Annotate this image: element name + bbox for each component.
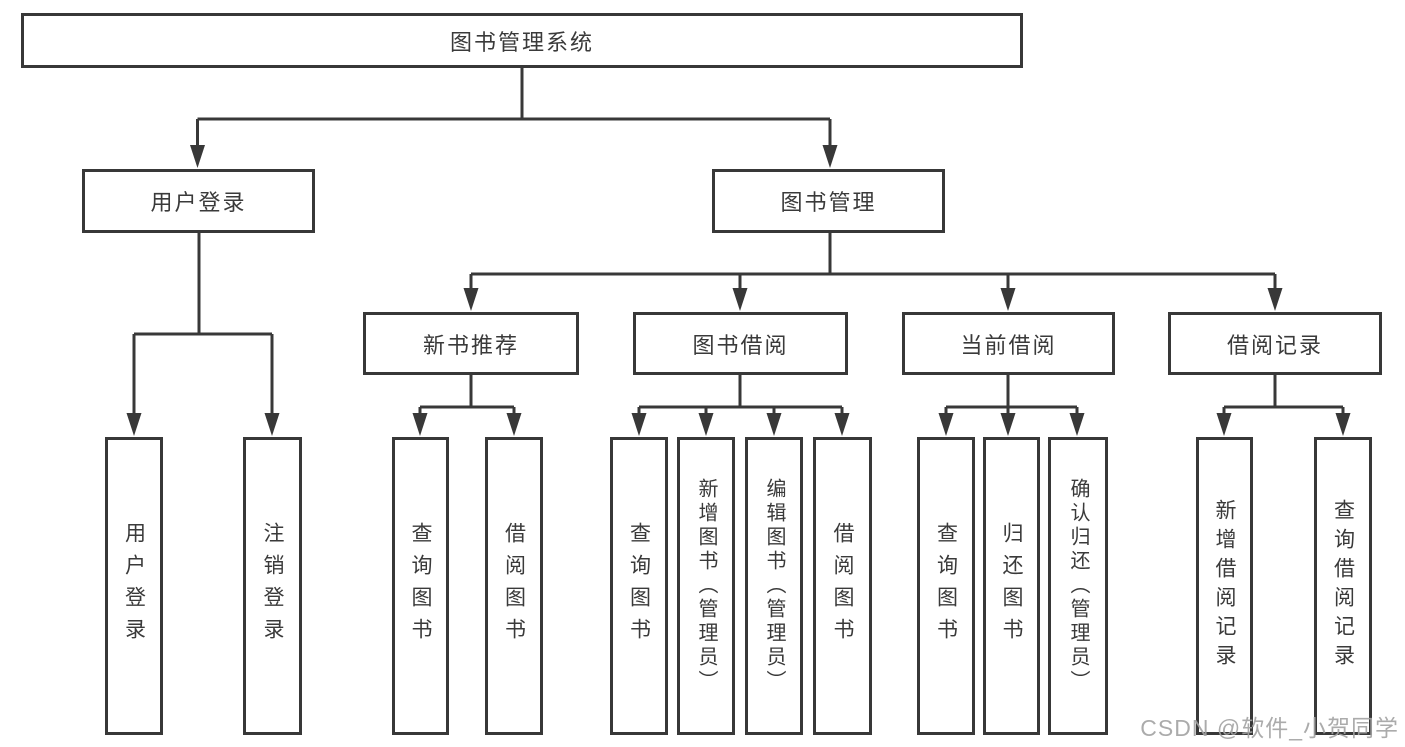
node-br-add-record: 新增借阅记录: [1196, 437, 1253, 735]
node-bb-add-book-admin: 新增图书（管理员）: [677, 437, 735, 735]
node-cb-query-book: 查询图书: [917, 437, 975, 735]
node-cb-return-book: 归还图书: [983, 437, 1040, 735]
node-current-borrowing: 当前借阅: [902, 312, 1115, 375]
node-rec-query-book: 查询图书: [392, 437, 449, 735]
node-bb-query-book: 查询图书: [610, 437, 668, 735]
node-user-login: 用户登录: [105, 437, 163, 735]
node-cb-confirm-return-admin: 确认归还（管理员）: [1048, 437, 1108, 735]
node-logout-login: 注销登录: [243, 437, 302, 735]
node-bb-borrow-book: 借阅图书: [813, 437, 872, 735]
node-new-book-recommend: 新书推荐: [363, 312, 579, 375]
node-book-borrowing: 图书借阅: [633, 312, 848, 375]
csdn-watermark: CSDN @软件_小贺同学: [1140, 715, 1399, 741]
node-book-management: 图书管理: [712, 169, 945, 233]
node-borrow-records: 借阅记录: [1168, 312, 1382, 375]
node-rec-borrow-book: 借阅图书: [485, 437, 543, 735]
node-library-management-system: 图书管理系统: [21, 13, 1023, 68]
node-br-query-record: 查询借阅记录: [1314, 437, 1372, 735]
node-user-login-branch: 用户登录: [82, 169, 315, 233]
node-bb-edit-book-admin: 编辑图书（管理员）: [745, 437, 803, 735]
